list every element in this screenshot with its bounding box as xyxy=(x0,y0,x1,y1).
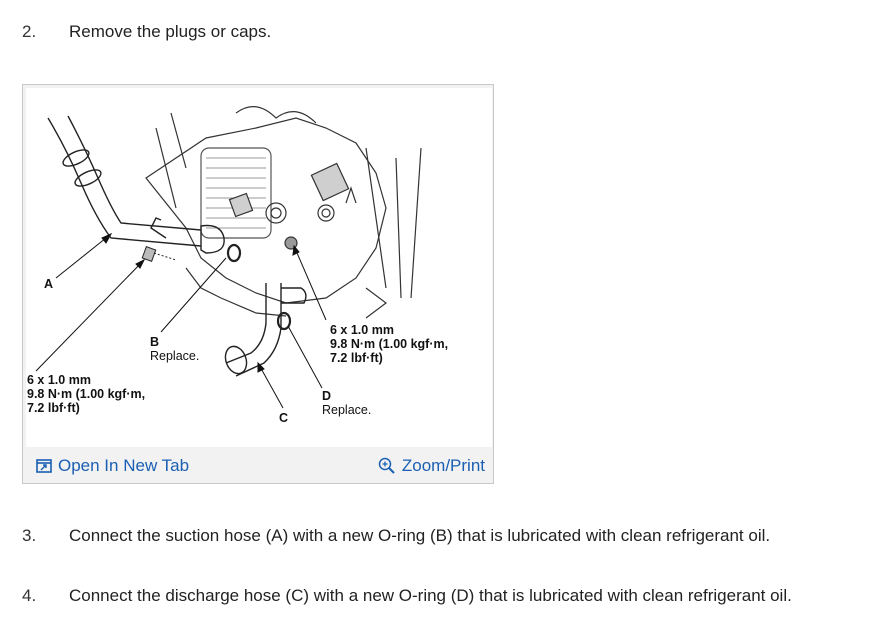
step-text: Remove the plugs or caps. xyxy=(69,22,272,41)
bolt-left-spec-2: 9.8 N·m (1.00 kgf·m, xyxy=(27,387,145,401)
label-d-note: Replace. xyxy=(322,403,371,417)
step-number: 3. xyxy=(22,526,37,545)
compressor-hose-diagram: A B Replace. 6 x 1.0 mm 9.8 N·m (1.00 kg… xyxy=(27,106,448,425)
label-c: C xyxy=(279,411,288,425)
label-d: D xyxy=(322,389,331,403)
bolt-right-spec-2: 9.8 N·m (1.00 kgf·m, xyxy=(330,337,448,351)
figure-container: A B Replace. 6 x 1.0 mm 9.8 N·m (1.00 kg… xyxy=(22,84,494,484)
zoom-print-link[interactable]: Zoom/Print xyxy=(378,456,485,476)
label-b: B xyxy=(150,335,159,349)
zoom-in-icon xyxy=(378,457,395,474)
bolt-right-spec-3: 7.2 lbf·ft) xyxy=(330,351,383,365)
step-number: 4. xyxy=(22,586,37,605)
label-b-note: Replace. xyxy=(150,349,199,363)
step-text: Connect the discharge hose (C) with a ne… xyxy=(69,586,792,605)
bolt-left-spec-3: 7.2 lbf·ft) xyxy=(27,401,80,415)
bolt-left-spec-1: 6 x 1.0 mm xyxy=(27,373,91,387)
step-number: 2. xyxy=(22,22,37,41)
figure-toolbar: Open In New Tab Zoom/Print xyxy=(23,447,493,483)
leader-lines xyxy=(35,232,327,409)
zoom-print-label: Zoom/Print xyxy=(401,456,485,475)
bolt-right-spec-1: 6 x 1.0 mm xyxy=(330,323,394,337)
label-a: A xyxy=(44,277,53,291)
bolt-left xyxy=(141,246,177,262)
open-in-new-tab-icon xyxy=(36,459,52,473)
diagram[interactable]: A B Replace. 6 x 1.0 mm 9.8 N·m (1.00 kg… xyxy=(26,88,492,448)
compressor-drawing xyxy=(145,106,422,319)
suction-hose xyxy=(47,115,242,263)
open-in-new-tab-label: Open In New Tab xyxy=(58,456,190,475)
discharge-hose xyxy=(224,283,307,377)
step-text: Connect the suction hose (A) with a new … xyxy=(69,526,771,545)
open-in-new-tab-link[interactable]: Open In New Tab xyxy=(36,456,189,476)
